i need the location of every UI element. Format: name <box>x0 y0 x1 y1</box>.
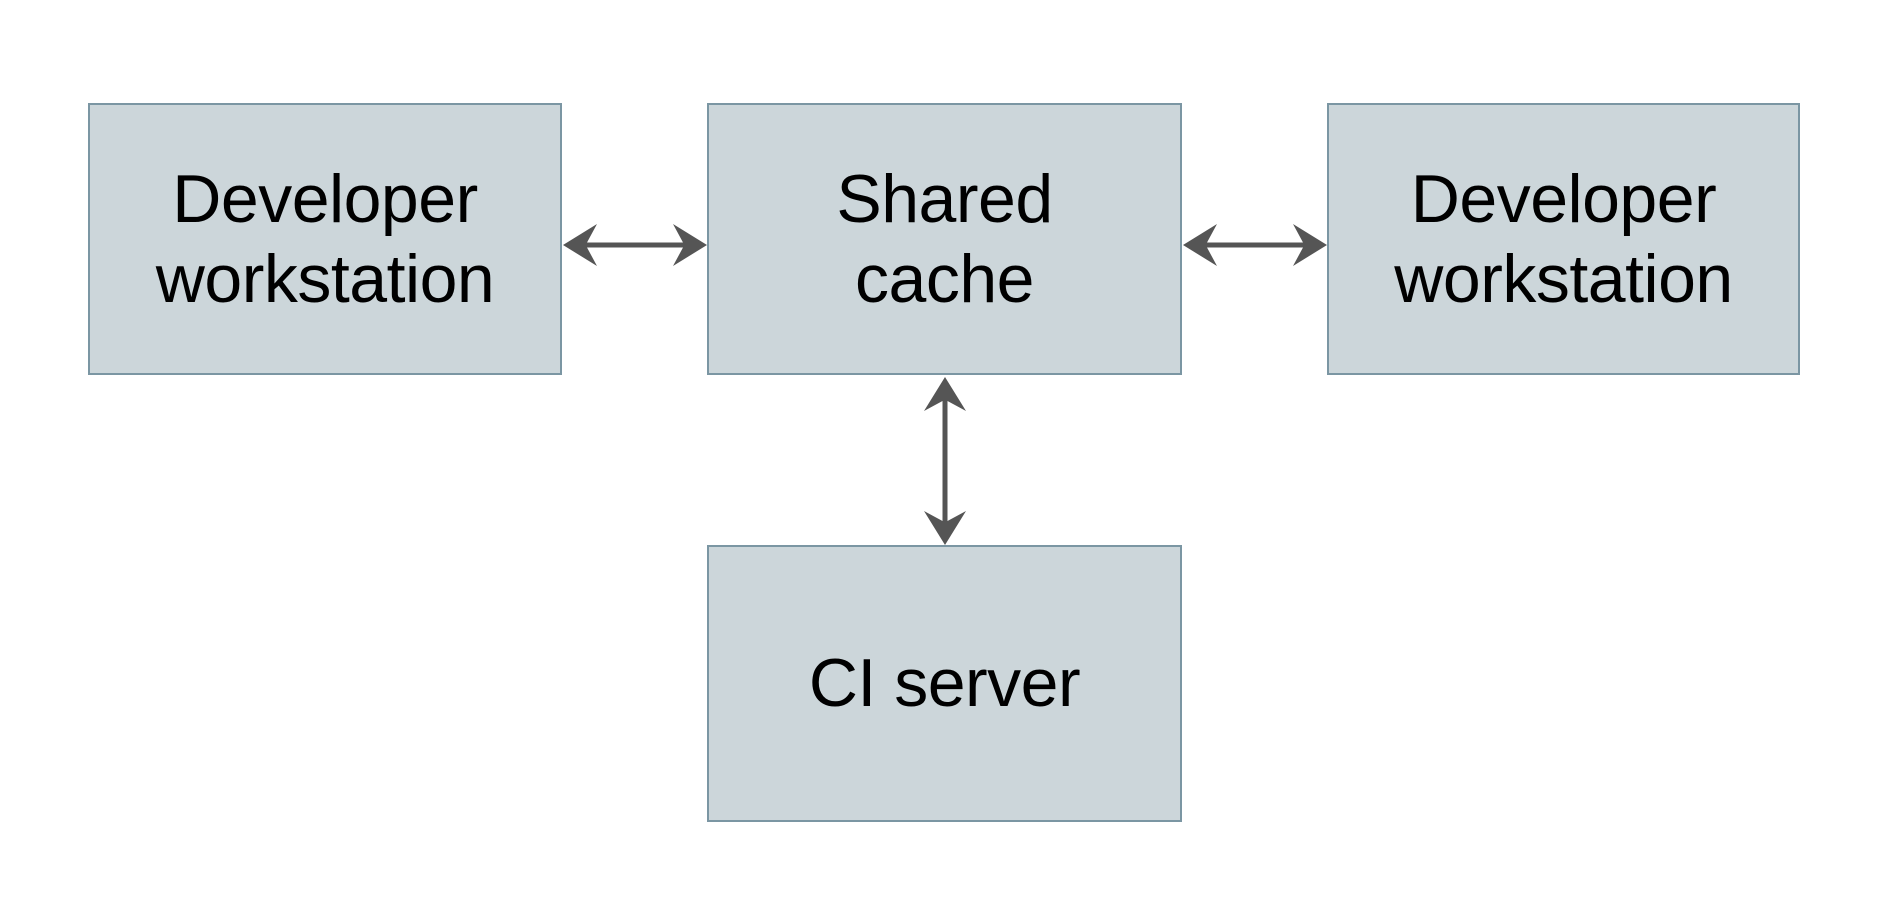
node-label: Developer workstation <box>1394 160 1733 317</box>
edge-left-workstation-to-shared-cache-bidirectional-arrow <box>563 217 707 273</box>
node-developer-workstation-left[interactable]: Developer workstation <box>88 103 562 375</box>
node-label: Developer workstation <box>155 160 495 317</box>
node-developer-workstation-right[interactable]: Developer workstation <box>1327 103 1800 375</box>
node-label: Shared cache <box>836 160 1053 317</box>
edge-shared-cache-to-ci-server-bidirectional-arrow <box>917 377 973 545</box>
edge-shared-cache-to-right-workstation-bidirectional-arrow <box>1183 217 1327 273</box>
node-label: CI server <box>808 645 1081 722</box>
node-ci-server[interactable]: CI server <box>707 545 1182 822</box>
node-shared-cache[interactable]: Shared cache <box>707 103 1182 375</box>
